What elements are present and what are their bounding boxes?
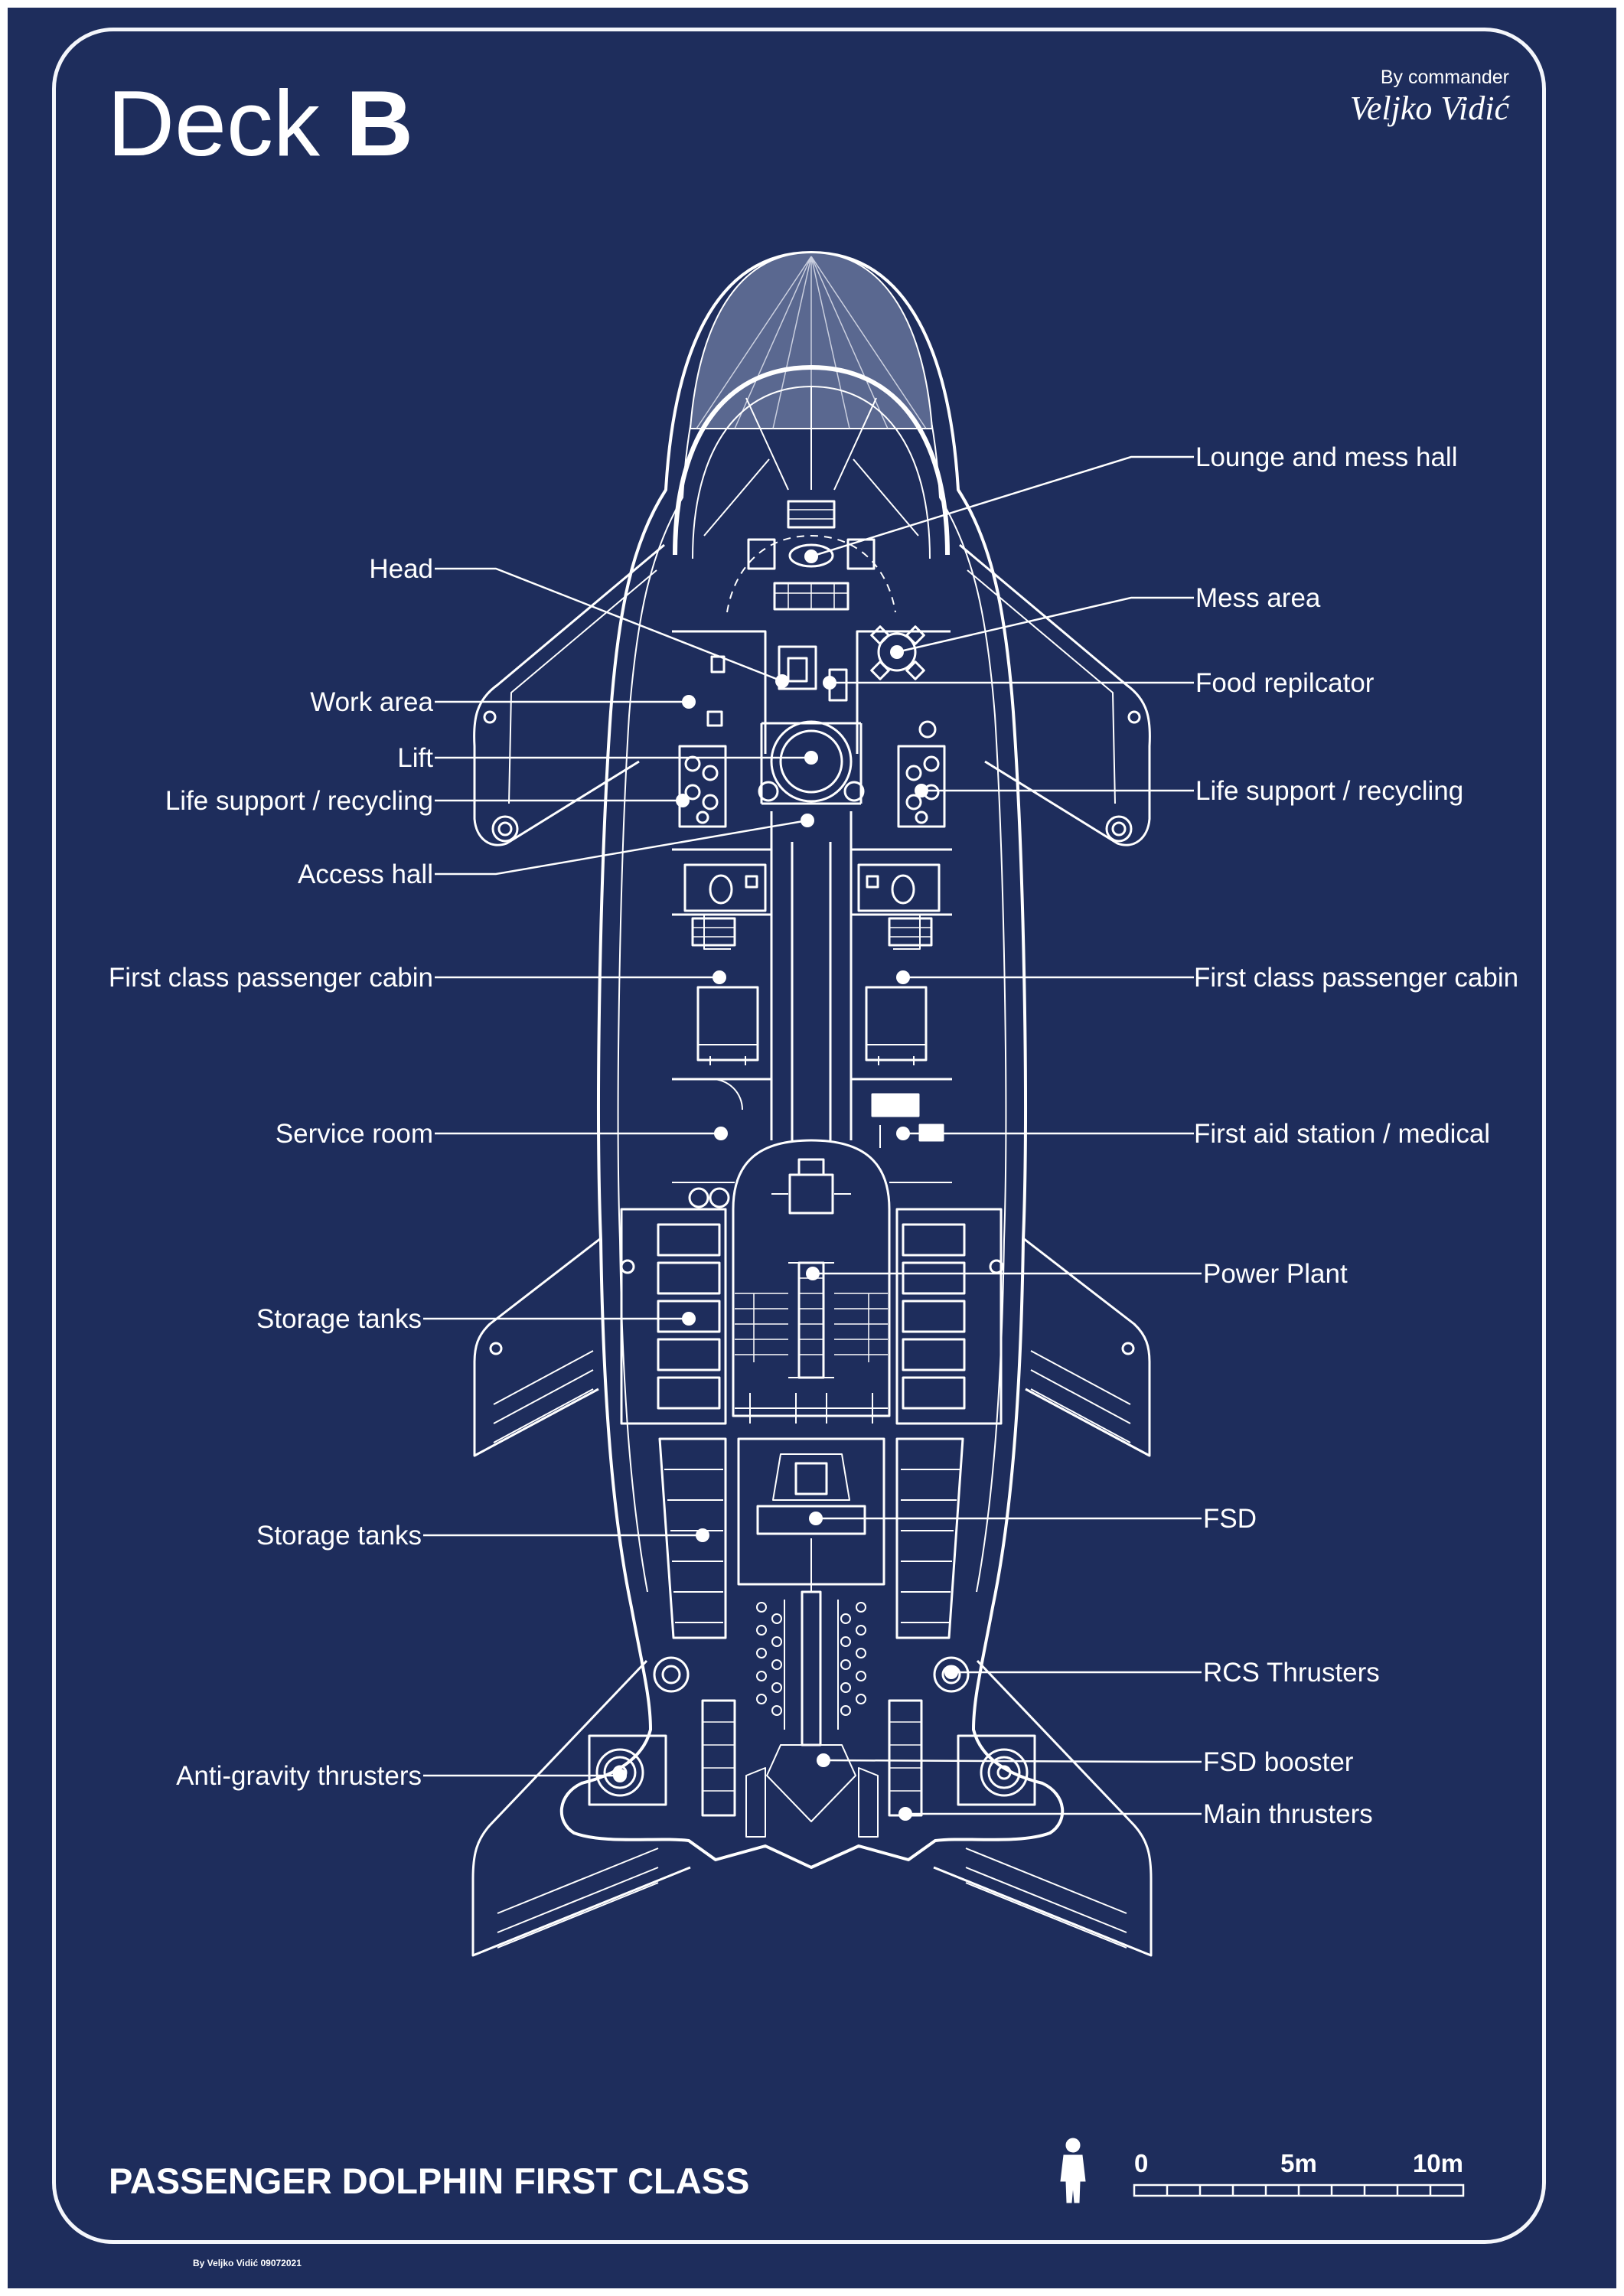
label-storage-tanks-lower: Storage tanks [256,1521,422,1551]
label-fsd: FSD [1203,1504,1257,1534]
callout-leaders [423,455,1202,1815]
footer-credit: By Veljko Vidić 09072021 [193,2258,302,2268]
scale-label-10m: 10m [1413,2149,1463,2177]
scale-label-5m: 5m [1280,2149,1317,2177]
scale-label-0: 0 [1134,2149,1148,2177]
scale-bar [1133,2183,1465,2197]
deck-letter: B [345,71,413,175]
human-scale-figure [1060,2138,1086,2203]
deck-title-prefix: Deck [107,71,320,175]
label-cabin-left: First class passenger cabin [109,963,433,993]
callout-dots [613,550,958,1821]
label-power-plant: Power Plant [1203,1259,1348,1289]
rounded-frame [52,28,1546,2244]
cabin-right-bed [865,986,928,1062]
label-food-replicator: Food repilcator [1195,668,1375,698]
byline-text: By commander [1380,67,1509,88]
front-wing-right [959,543,1151,846]
label-head: Head [369,554,433,584]
label-lounge: Lounge and mess hall [1195,442,1457,472]
fsd-chamber [737,1437,885,1586]
rear-wing-left [471,1659,691,1957]
label-rcs-thrusters: RCS Thrusters [1203,1658,1380,1688]
label-life-support-right: Life support / recycling [1195,776,1463,806]
label-storage-tanks-upper: Storage tanks [256,1304,422,1334]
central-corridor [770,811,853,1140]
middle-fin-right [1022,1237,1151,1457]
front-wing-left [473,543,665,846]
label-work-area: Work area [310,687,433,717]
label-fsd-booster: FSD booster [1203,1747,1354,1777]
label-access-hall: Access hall [298,859,433,889]
author-signature: Veljko Vidić [1349,90,1509,127]
label-service-room: Service room [276,1119,433,1149]
deck-title: Deck B [107,73,413,173]
callout-labels-right: Lounge and mess hall Mess area Food repi… [1194,442,1518,1829]
rear-wing-right [933,1659,1153,1957]
label-cabin-right: First class passenger cabin [1194,963,1518,993]
label-anti-gravity-thrusters: Anti-gravity thrusters [176,1761,422,1791]
label-first-aid: First aid station / medical [1194,1119,1490,1149]
fsd-booster [766,1744,856,1822]
lounge-ring [673,365,950,556]
label-main-thrusters: Main thrusters [1203,1799,1373,1829]
ship-name: PASSENGER DOLPHIN FIRST CLASS [109,2161,750,2201]
byline: By commander Veljko Vidić [1350,66,1509,129]
label-life-support-left: Life support / recycling [165,786,433,816]
label-lift: Lift [397,743,433,773]
cabin-left-bed [696,986,759,1062]
power-plant-chamber [732,1139,891,1417]
label-mess-area: Mess area [1195,583,1321,613]
middle-fin-left [473,1237,602,1457]
ship-hull-drawing [471,251,1153,1957]
callout-labels-left: Head Work area Lift Life support / recyc… [109,554,434,1791]
hull-outline [559,251,1065,1869]
